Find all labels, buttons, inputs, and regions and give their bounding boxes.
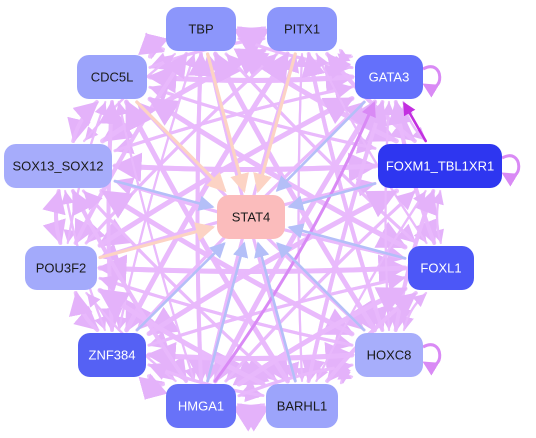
mesh-edge-foxl1-to-tbp xyxy=(226,53,418,245)
node-label: HOXC8 xyxy=(367,348,412,363)
mesh-edge-barhl1-to-hoxc8 xyxy=(337,367,353,385)
node-box xyxy=(266,384,338,428)
edge-znf384-to-stat4 xyxy=(135,242,226,332)
mesh-edge-pitx1-to-tbp xyxy=(236,26,270,55)
edge-pou3f2-to-stat4 xyxy=(98,222,216,260)
node-box xyxy=(166,7,236,51)
mesh-edge-hmga1-to-znf384 xyxy=(144,373,168,400)
mesh-edge-foxl1-to-foxm1_tbl1xr1 xyxy=(431,190,444,245)
mesh-edge-pou3f2-to-sox13_sox12 xyxy=(42,189,66,245)
mesh-edge-barhl1-to-znf384 xyxy=(148,362,265,398)
edge-pitx1-to-stat4 xyxy=(253,52,297,194)
edge-hmga1-to-gata3 xyxy=(213,101,376,383)
node-pitx1[interactable]: PITX1 xyxy=(267,7,337,51)
node-label: PITX1 xyxy=(284,22,320,37)
node-box xyxy=(355,333,423,377)
mesh-edge-znf384-to-foxm1_tbl1xr1 xyxy=(146,190,398,337)
node-label: FOXL1 xyxy=(420,261,461,276)
edge-hmga1-to-stat4 xyxy=(206,241,249,383)
node-pou3f2[interactable]: POU3F2 xyxy=(25,246,97,290)
mesh-edge-foxm1_tbl1xr1-to-sox13_sox12 xyxy=(112,152,378,183)
node-sox13-sox12[interactable]: SOX13_SOX12 xyxy=(4,144,112,188)
node-hoxc8[interactable]: HOXC8 xyxy=(355,333,423,377)
node-box xyxy=(408,246,474,290)
mesh-edge-barhl1-to-cdc5l xyxy=(125,99,291,384)
self-loop-gata3 xyxy=(422,65,442,98)
edge-tbp-to-stat4 xyxy=(206,52,249,194)
node-label: TBP xyxy=(188,22,213,37)
mesh-edge-znf384-to-pou3f2 xyxy=(68,291,100,332)
mesh-edge-hoxc8-to-sox13_sox12 xyxy=(101,190,355,337)
node-box xyxy=(78,333,146,377)
node-label: HMGA1 xyxy=(178,399,224,414)
edge-foxm1_tbl1xr1-to-stat4 xyxy=(287,182,377,211)
edge-gata3-to-stat4 xyxy=(275,100,366,192)
edge-foxm1_tbl1xr1-to-gata3 xyxy=(403,101,427,143)
node-znf384[interactable]: ZNF384 xyxy=(78,333,146,377)
mesh-edge-hoxc8-to-tbp xyxy=(214,51,378,333)
node-box xyxy=(217,195,285,239)
node-foxl1[interactable]: FOXL1 xyxy=(408,246,474,290)
node-box xyxy=(77,55,147,99)
node-hmga1[interactable]: HMGA1 xyxy=(166,384,236,428)
self-loop-foxm1_tbl1xr1 xyxy=(501,154,521,187)
edge-hoxc8-to-stat4 xyxy=(276,242,366,332)
node-label: GATA3 xyxy=(369,70,410,85)
node-stat4[interactable]: STAT4 xyxy=(217,195,285,239)
mesh-edge-barhl1-to-pitx1 xyxy=(294,53,309,383)
edge-sox13_sox12-to-stat4 xyxy=(113,179,215,211)
node-box xyxy=(166,384,236,428)
node-gata3[interactable]: GATA3 xyxy=(355,55,423,99)
node-tbp[interactable]: TBP xyxy=(166,7,236,51)
edge-cdc5l-to-stat4 xyxy=(135,100,227,193)
node-barhl1[interactable]: BARHL1 xyxy=(266,384,338,428)
node-label: ZNF384 xyxy=(89,348,136,363)
node-box xyxy=(355,55,423,99)
node-label: SOX13_SOX12 xyxy=(12,159,103,174)
node-box xyxy=(378,144,502,188)
mesh-edge-cdc5l-to-tbp xyxy=(138,32,165,59)
self-loop-hoxc8 xyxy=(422,343,442,376)
mesh-edge-sox13_sox12-to-cdc5l xyxy=(71,101,99,143)
node-label: FOXM1_TBL1XR1 xyxy=(386,159,494,174)
node-label: BARHL1 xyxy=(277,399,328,414)
mesh-edge-gata3-to-pitx1 xyxy=(337,48,354,64)
node-box xyxy=(25,246,97,290)
node-foxm1-tbl1xr1[interactable]: FOXM1_TBL1XR1 xyxy=(378,144,502,188)
node-box xyxy=(267,7,337,51)
node-box xyxy=(4,144,112,188)
mesh-edge-hmga1-to-tbp xyxy=(188,52,213,383)
mesh-edge-barhl1-to-pou3f2 xyxy=(97,288,266,387)
edge-foxl1-to-stat4 xyxy=(287,223,407,260)
node-label: CDC5L xyxy=(91,70,134,85)
mesh-edge-pou3f2-to-gata3 xyxy=(97,97,355,248)
mesh-edge-hoxc8-to-pitx1 xyxy=(301,52,385,332)
edge-barhl1-to-stat4 xyxy=(254,241,297,383)
node-label: STAT4 xyxy=(232,210,271,225)
mesh-edge-sox13_sox12-to-gata3 xyxy=(113,81,354,153)
node-cdc5l[interactable]: CDC5L xyxy=(77,55,147,99)
mesh-edge-barhl1-to-hmga1 xyxy=(236,403,270,432)
mesh-edge-barhl1-to-foxm1_tbl1xr1 xyxy=(315,191,426,383)
node-label: POU3F2 xyxy=(36,261,87,276)
